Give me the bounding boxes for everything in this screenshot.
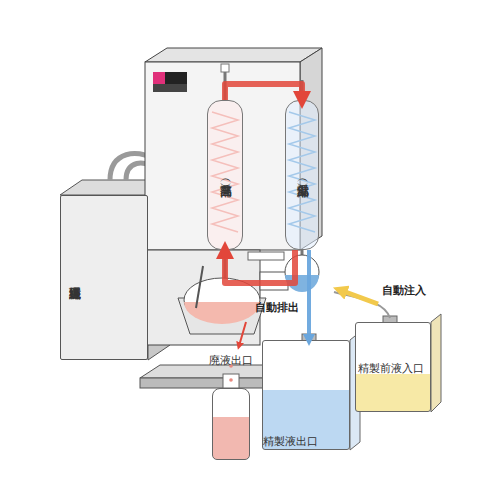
node-label: 精製液出口 [263, 436, 318, 449]
feed-container: 精製前液入口 [355, 322, 431, 412]
adapter [248, 252, 284, 260]
glass-joint [224, 250, 227, 280]
residue-liquid [184, 302, 260, 324]
glass-neck [224, 70, 227, 100]
heating-bath [178, 298, 266, 334]
stopper [221, 64, 229, 72]
node-label: 精製前液入口 [358, 363, 424, 376]
glass-neck [301, 80, 304, 100]
node-label: 廃液出口 [209, 355, 253, 368]
tower-top [145, 48, 322, 62]
control-box [260, 272, 288, 290]
drop [229, 378, 233, 382]
waste-bottle: 廃液出口 [212, 388, 250, 460]
stir-rod [196, 266, 203, 308]
logo-mark [153, 84, 187, 92]
logo-mark [165, 72, 187, 84]
evaporator-column: 蒸発部（高温） [207, 100, 243, 250]
flow-label: 自動排出 [255, 300, 299, 315]
drain-arrow [239, 322, 246, 346]
chiller-unit: 純正冷媒循環装置 [60, 195, 148, 360]
product-container: 精製液出口 [262, 340, 350, 450]
flow-arrow [225, 250, 295, 283]
flow-arrow [307, 250, 311, 340]
flow-arrow [225, 84, 302, 100]
condenser-column: 凝縮部（低温） [285, 100, 319, 250]
distillate-liquid [285, 275, 319, 292]
logo-mark [153, 72, 165, 84]
process-label: 自動注入 [382, 283, 426, 298]
container-side [431, 314, 441, 412]
bottle-neck [223, 374, 239, 388]
tower-front [145, 62, 300, 250]
feed-arrow [340, 290, 378, 304]
